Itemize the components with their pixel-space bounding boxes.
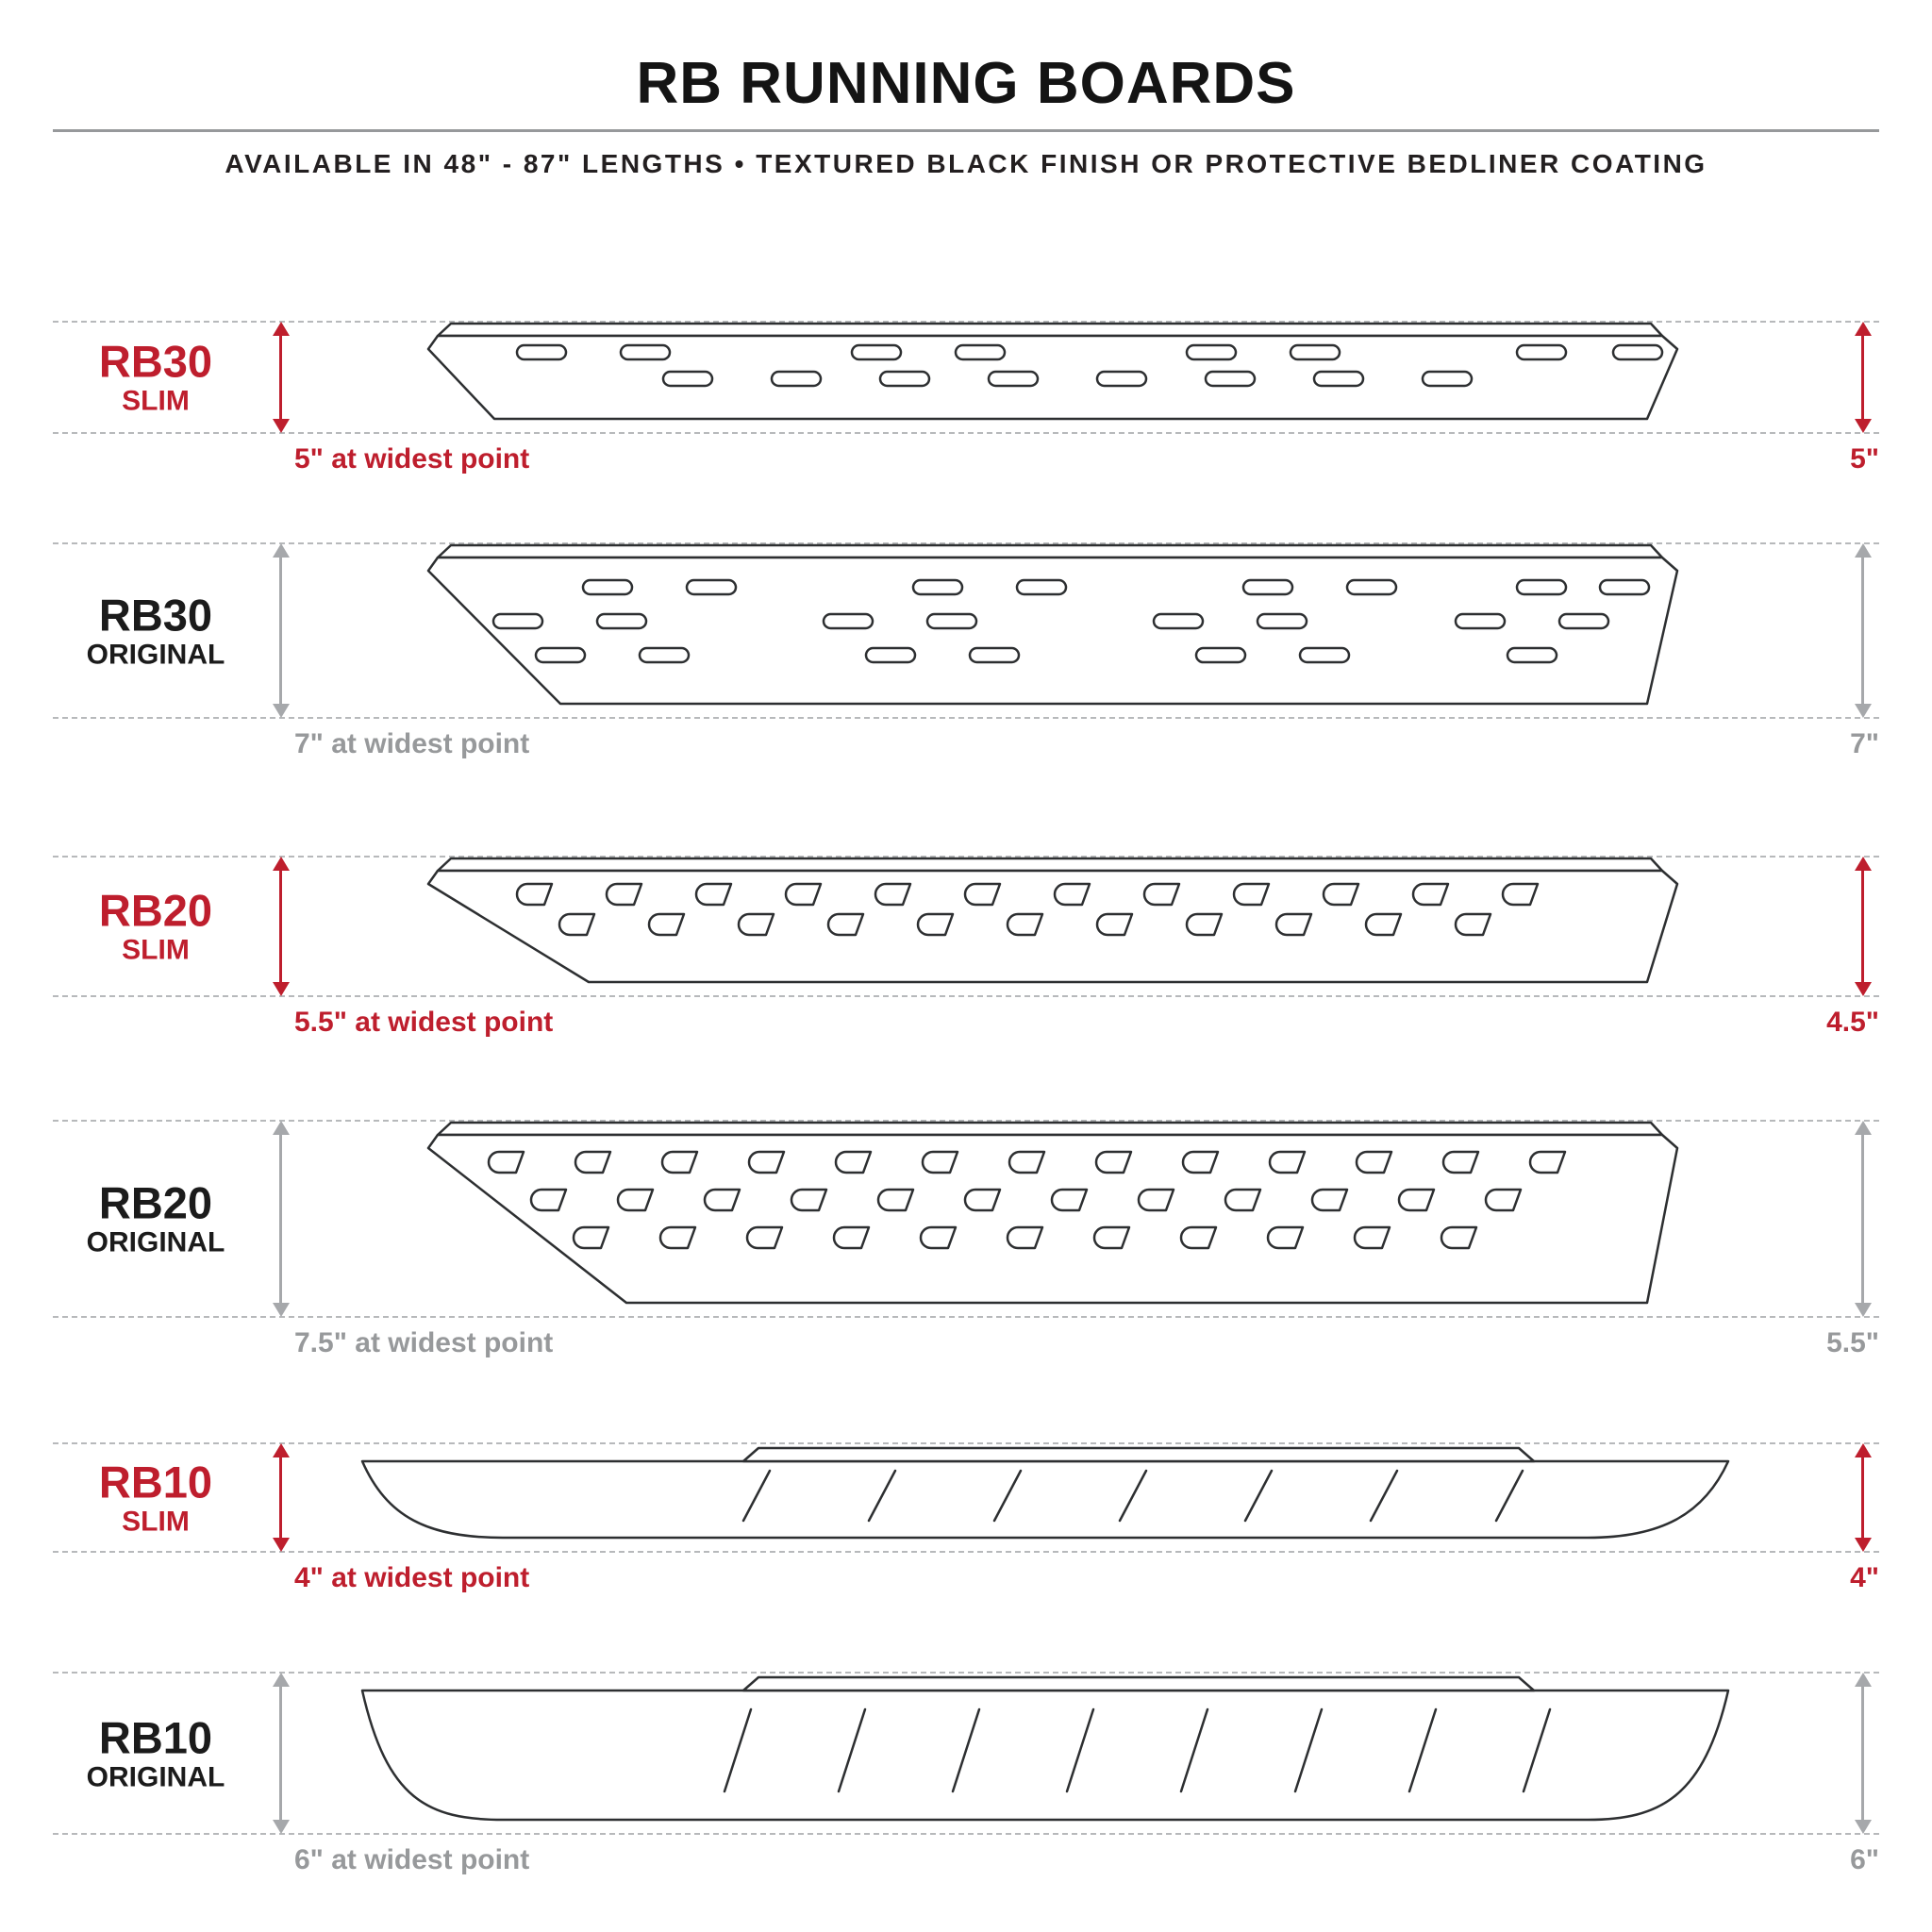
row-rb10-slim: RB10 SLIM 4" at widest point 4" [53,1442,1879,1593]
board-label: RB10 SLIM [53,1458,258,1537]
widest-point-note: 5" at widest point [294,443,530,475]
guide-line-top [53,542,1879,545]
rb20-original-board-drawing [426,1121,1679,1305]
model-name: RB10 [98,1457,213,1507]
height-arrow-icon [1861,1457,1864,1540]
widest-point-note: 7.5" at widest point [294,1327,554,1359]
end-height-note: 7" [1850,728,1879,760]
end-height-note: 4" [1850,1562,1879,1594]
model-variant: ORIGINAL [86,1761,225,1793]
row-rb10-original: RB10 ORIGINAL 6" at widest point 6" [53,1672,1879,1875]
height-arrow-icon [279,557,282,706]
board-label: RB20 ORIGINAL [53,1177,258,1259]
rb30-slim-board-drawing [426,322,1679,421]
model-variant: SLIM [122,386,190,418]
height-arrow-icon [279,335,282,421]
board-label: RB20 SLIM [53,885,258,967]
model-name: RB10 [98,1712,213,1763]
height-arrow-icon [1861,557,1864,706]
widest-point-note: 6" at widest point [294,1844,530,1876]
guide-line-top [53,856,1879,858]
end-height-note: 4.5" [1826,1007,1879,1039]
rb10-slim-board-drawing [360,1446,1730,1540]
height-arrow-icon [1861,1686,1864,1822]
header: RB RUNNING BOARDS AVAILABLE IN 48" - 87"… [0,0,1932,179]
board-label: RB30 SLIM [53,336,258,418]
page-title: RB RUNNING BOARDS [636,51,1296,116]
widest-point-note: 4" at widest point [294,1562,530,1594]
board-rows: RB30 SLIM 5" at widest point 5" RB30 ORI… [53,321,1879,1875]
height-arrow-icon [279,1457,282,1540]
height-arrow-icon [279,870,282,984]
row-rb30-slim: RB30 SLIM 5" at widest point 5" [53,321,1879,475]
rb10-original-board-drawing [360,1675,1730,1822]
board-label: RB10 ORIGINAL [53,1714,258,1792]
rb20-slim-board-drawing [426,857,1679,984]
end-height-note: 5" [1850,443,1879,475]
guide-line-bottom [53,432,1879,435]
height-arrow-icon [1861,870,1864,984]
guide-line-bottom [53,717,1879,720]
model-name: RB30 [98,590,213,641]
height-arrow-icon [279,1686,282,1822]
guide-line-bottom [53,1316,1879,1319]
row-rb30-original: RB30 ORIGINAL 7" at widest point 7" [53,542,1879,759]
height-arrow-icon [1861,335,1864,421]
row-rb20-original: RB20 ORIGINAL 7.5" at widest point 5.5" [53,1120,1879,1358]
model-name: RB20 [98,885,213,936]
model-variant: ORIGINAL [86,639,225,671]
guide-line-top [53,1120,1879,1123]
guide-line-bottom [53,1833,1879,1836]
guide-line-bottom [53,995,1879,998]
guide-line-top [53,321,1879,324]
model-variant: ORIGINAL [86,1227,225,1259]
page-subtitle: AVAILABLE IN 48" - 87" LENGTHS • TEXTURE… [225,149,1707,179]
model-name: RB20 [98,1177,213,1228]
guide-line-top [53,1672,1879,1674]
end-height-note: 6" [1850,1844,1879,1876]
title-divider [53,129,1879,133]
widest-point-note: 5.5" at widest point [294,1007,554,1039]
model-name: RB30 [98,336,213,387]
height-arrow-icon [1861,1134,1864,1305]
height-arrow-icon [279,1134,282,1305]
end-height-note: 5.5" [1826,1327,1879,1359]
model-variant: SLIM [122,935,190,967]
board-label: RB30 ORIGINAL [53,591,258,670]
row-rb20-slim: RB20 SLIM 5.5" at widest point 4.5" [53,856,1879,1038]
model-variant: SLIM [122,1506,190,1538]
guide-line-bottom [53,1551,1879,1554]
widest-point-note: 7" at widest point [294,728,530,760]
guide-line-top [53,1442,1879,1445]
rb30-original-board-drawing [426,543,1679,706]
